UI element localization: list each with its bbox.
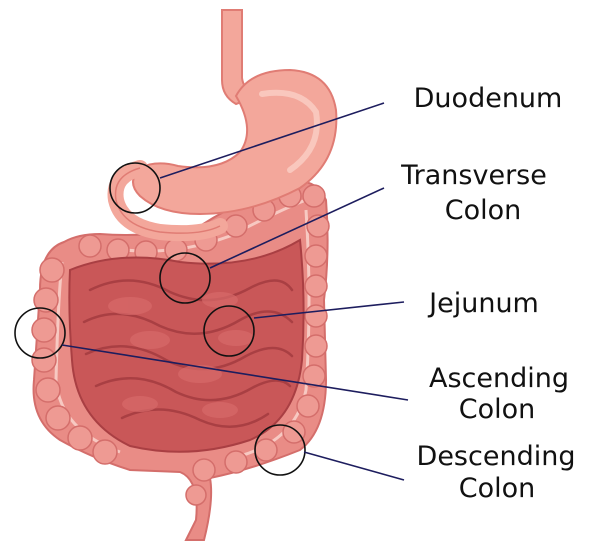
label-descending-colon: Colon <box>459 473 536 504</box>
small-intestine <box>69 240 303 452</box>
labels: Duodenum Transverse Colon Jejunum Ascend… <box>400 83 575 504</box>
label-transverse: Transverse <box>400 160 547 191</box>
label-ascending: Ascending <box>429 363 569 394</box>
label-descending: Descending <box>417 441 576 472</box>
leader-descending-colon <box>304 452 404 480</box>
label-transverse-colon: Colon <box>445 195 522 226</box>
digestive-tract-illustration <box>32 10 336 540</box>
label-duodenum: Duodenum <box>414 83 563 114</box>
label-jejunum: Jejunum <box>427 288 539 319</box>
label-ascending-colon: Colon <box>459 394 536 425</box>
